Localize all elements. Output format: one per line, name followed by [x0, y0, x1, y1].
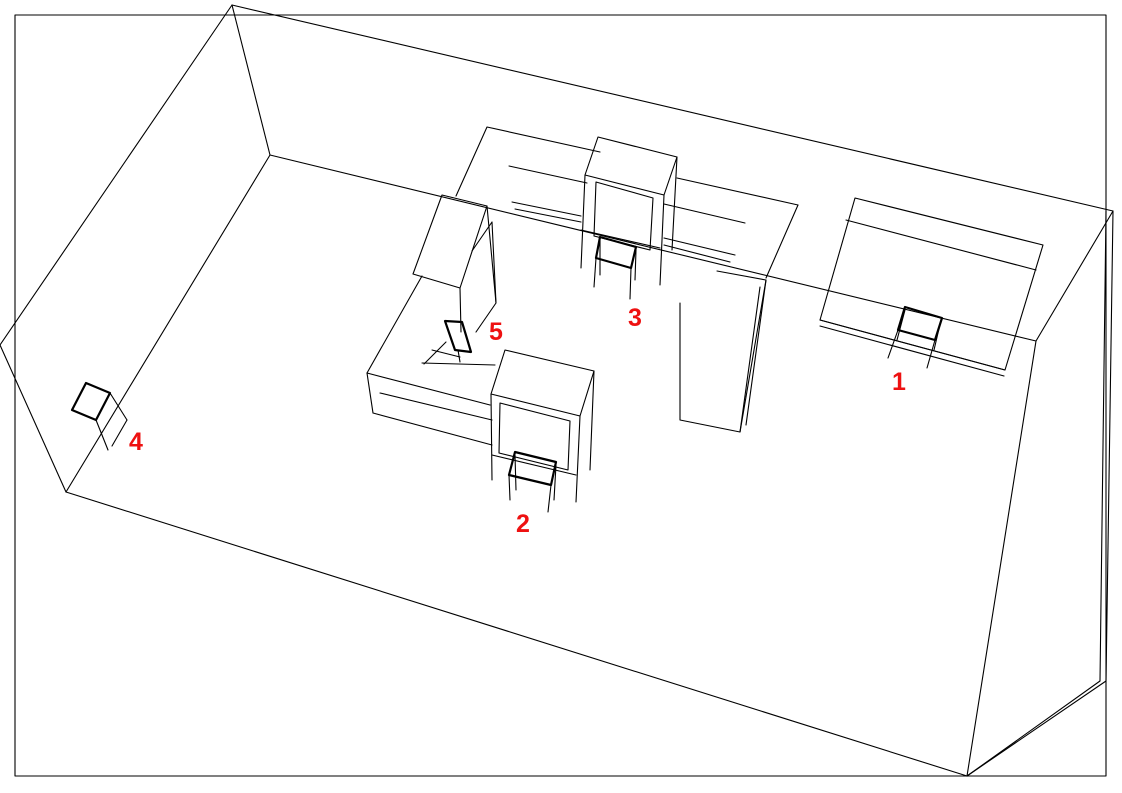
booth-3 [580, 136, 678, 286]
tall-cabinet-top [412, 194, 488, 289]
u-counter-front-vert [366, 372, 374, 414]
booth-2-window [498, 402, 571, 471]
floor-edge-front [65, 491, 968, 777]
lectern-5-base-edge [423, 341, 447, 365]
counter-1-top-edge [845, 219, 1037, 271]
lectern-4-top [70, 381, 112, 422]
tall-cabinet-window [471, 221, 497, 333]
booth-3-desk [580, 229, 661, 249]
stool-1-leg [887, 329, 899, 359]
stool-2-leg [514, 454, 517, 491]
u-counter-front-left-top [366, 275, 423, 374]
u-counter-back-inner [508, 165, 588, 184]
right-wall-inner-edge [966, 340, 1037, 777]
counter-1 [819, 197, 1044, 377]
stool-1-leg [896, 309, 906, 341]
stool-1-leg [926, 339, 936, 369]
room-shell [0, 4, 1114, 777]
u-counter-back-inner-right [663, 203, 746, 224]
tall-cabinet [412, 194, 497, 333]
label-station-1: 1 [892, 368, 906, 396]
stool-3-leg [634, 249, 637, 281]
stool-3 [593, 235, 638, 300]
booth-2-desk [491, 454, 577, 476]
stool-1 [887, 305, 944, 369]
lectern-5-post [457, 349, 461, 363]
booth-2-front-left [490, 393, 493, 481]
u-counter-back-shelf-b [514, 208, 582, 223]
lectern-4-side [111, 419, 128, 447]
counter-1-shelf-lower [819, 325, 1005, 377]
tall-cabinet-side [486, 205, 497, 304]
u-counter-front-lower [372, 412, 493, 446]
label-station-3: 3 [628, 304, 642, 332]
u-counter-right-wing [679, 270, 767, 433]
stool-2-leg [553, 464, 557, 501]
stool-2 [507, 450, 558, 513]
stool-3-leg [593, 257, 597, 288]
u-counter-front-top [366, 372, 491, 406]
right-wall [966, 210, 1114, 777]
back-left-wall [0, 4, 271, 493]
u-counter-right-top [765, 204, 799, 279]
stool-2-leg [508, 474, 511, 501]
lectern-4-side [95, 419, 109, 451]
booth-2-top [490, 349, 595, 417]
stool-3-leg [629, 267, 632, 300]
booth-3-back-right [671, 156, 678, 251]
lectern-4-side [109, 392, 128, 421]
u-counter [366, 126, 799, 446]
u-counter-back-shelf [511, 201, 582, 217]
u-counter-back-right [676, 177, 799, 206]
booth-2-front-right [575, 415, 581, 503]
wall-edge-vertical [231, 4, 271, 156]
diagram-frame [14, 14, 1107, 777]
u-counter-back-shelf-right [663, 237, 736, 256]
right-wall-thickness [1099, 210, 1107, 682]
u-counter-right-wing-inner-b [745, 279, 767, 426]
label-station-2: 2 [516, 510, 530, 538]
stool-2-leg [547, 484, 552, 513]
label-station-5: 5 [489, 318, 503, 346]
booth-2-back-right [589, 370, 595, 471]
lectern-5-top [443, 319, 473, 354]
lectern-5 [423, 319, 473, 365]
u-counter-right-wing-inner [739, 286, 761, 433]
booth-3-top [584, 136, 678, 196]
u-counter-front-shelf [379, 392, 493, 421]
stool-1-leg [933, 319, 942, 351]
ceiling-edge-back [231, 4, 1114, 212]
label-station-4: 4 [129, 428, 143, 456]
right-wall-thickness-bottom [966, 680, 1101, 777]
booth-3-front-left [580, 174, 586, 269]
u-counter-back-edge [455, 126, 601, 197]
u-counter-inner-edge [421, 362, 496, 366]
tall-cabinet-front [459, 287, 462, 333]
booth-3-window [593, 181, 654, 251]
lectern-4 [70, 381, 128, 451]
floor-edge-back [269, 154, 1037, 342]
booth-3-front-right [659, 194, 665, 286]
booth-2 [490, 349, 595, 503]
counter-1-shelf [819, 319, 1006, 371]
u-counter-back-shelf-b-right [663, 244, 731, 263]
counter-1-body [819, 197, 1044, 371]
